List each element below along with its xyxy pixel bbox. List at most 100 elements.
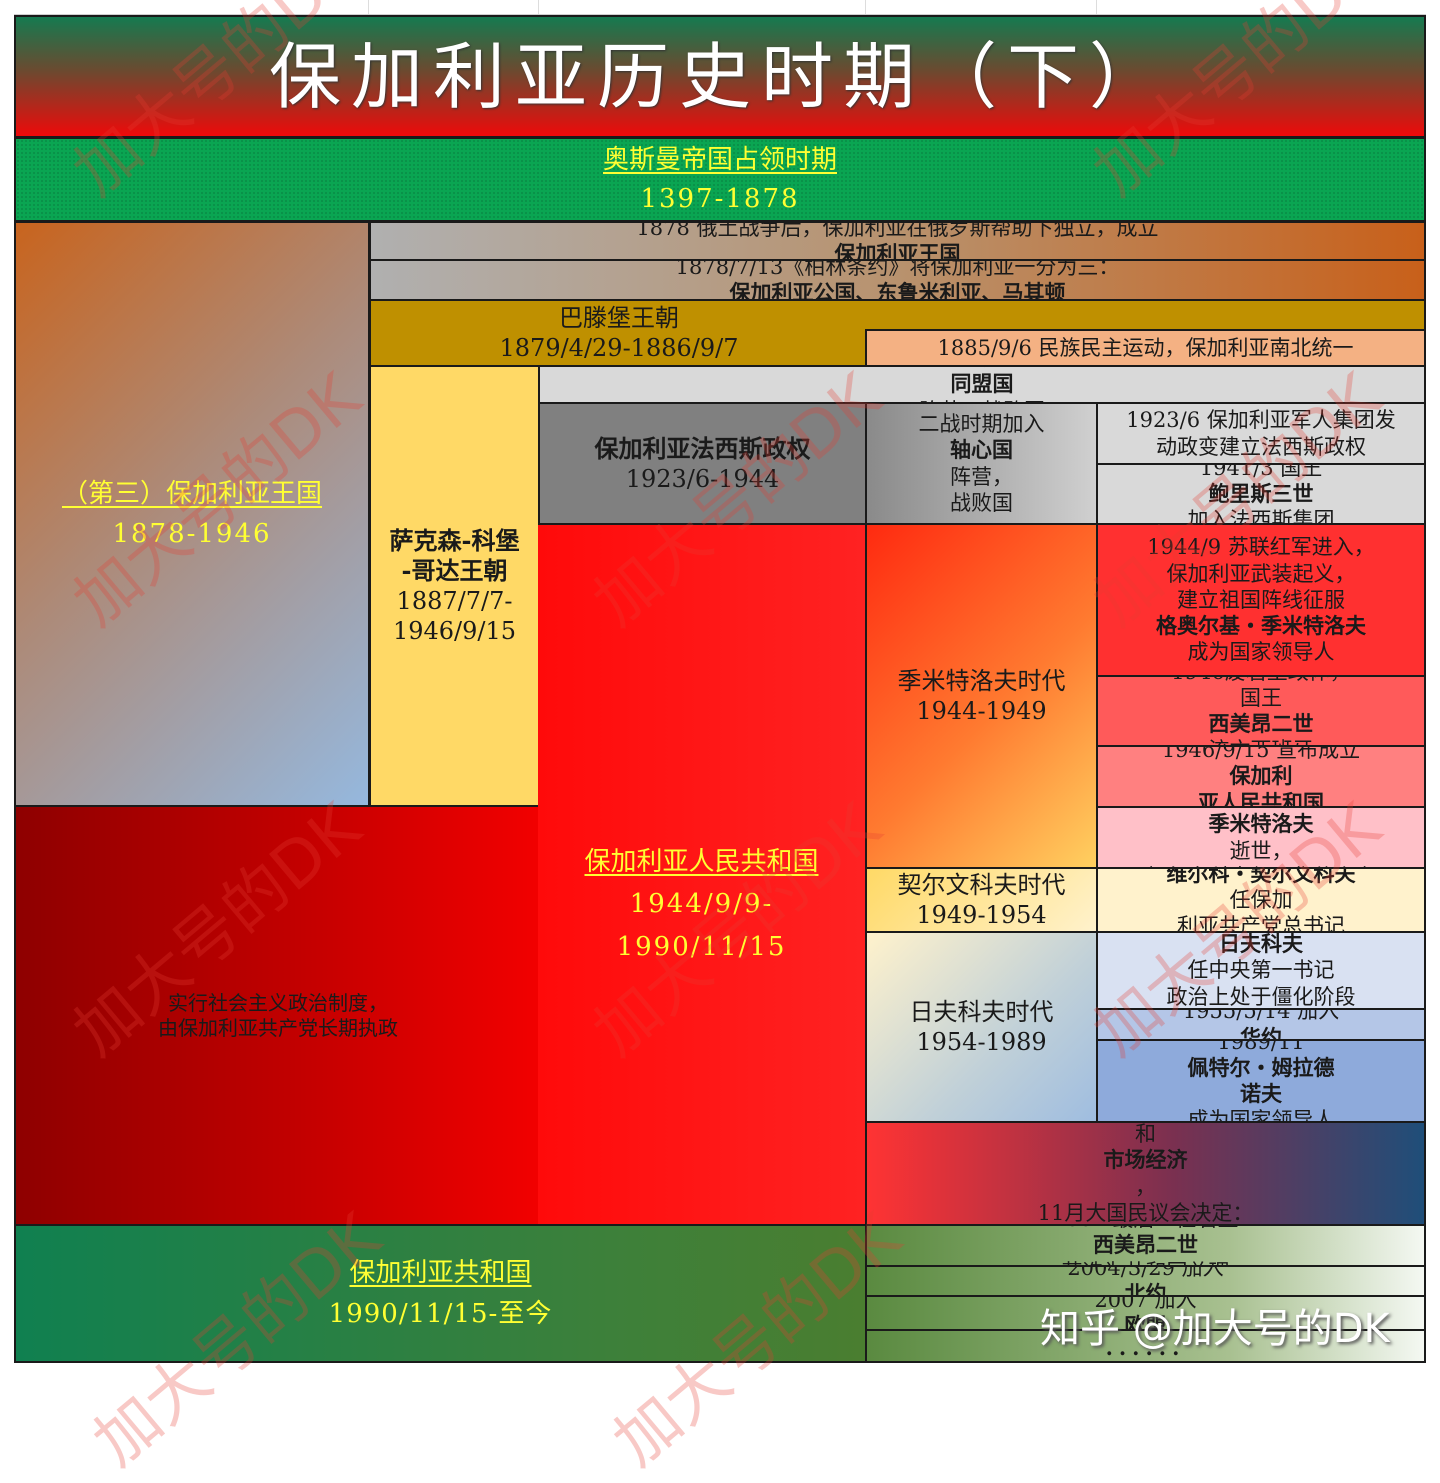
- event-text: 任保加: [1229, 887, 1293, 912]
- era-years: 1954-1989: [916, 1028, 1047, 1056]
- dynasty-name: -哥达王朝: [401, 556, 508, 585]
- era-chervenkov: 契尔文科夫时代 1949-1954: [865, 867, 1098, 933]
- event-highlight: 佩特尔・姆拉德: [1187, 1054, 1335, 1080]
- event-text: 1944/9 苏联红军进入，: [1147, 535, 1375, 560]
- event-1989: 1989/11 佩特尔・姆拉德 诺夫成为国家领导人: [1096, 1039, 1426, 1123]
- event-1946-abolish-monarchy: 1946废君主政体， 国王西美昂二世流亡西班牙: [1096, 675, 1426, 747]
- republic-name: 保加利亚共和国: [349, 1258, 532, 1288]
- event-text: 2004/3/29 加入: [1067, 1265, 1224, 1280]
- event-highlight: 诺夫: [1240, 1081, 1282, 1106]
- event-1878-berlin-treaty: 1878/7/13《柏林条约》将保加利亚一分为三：保加利亚公国、东鲁米利亚、马其…: [369, 259, 1426, 301]
- event-highlight: 同盟国: [950, 371, 1014, 397]
- event-text: 1878/7/13《柏林条约》将保加利亚一分为三：: [675, 259, 1120, 279]
- saxe-coburg-dynasty: 萨克森-科堡 -哥达王朝 1887/7/7- 1946/9/15: [369, 365, 540, 807]
- event-highlight: 北约: [1124, 1281, 1167, 1297]
- peoples-republic-years: 1944/9/9-: [629, 889, 774, 920]
- note-text: 由保加利亚共产党长期执政: [158, 1015, 398, 1040]
- event-text: 1989/11: [1217, 1039, 1305, 1054]
- event-highlight: 西美昂二世: [1093, 1232, 1198, 1258]
- republic-years: 1990/11/15-至今: [328, 1298, 553, 1329]
- event-highlight: 鲍里斯三世: [1208, 480, 1314, 506]
- page-title: 保加利亚历史时期（下）: [268, 34, 1171, 119]
- event-1878-independence: 1878 俄土战争后，保加利亚在俄罗斯帮助下独立，成立保加利亚王国: [369, 221, 1426, 261]
- era-zhivkov: 日夫科夫时代 1954-1989: [865, 931, 1098, 1123]
- event-1941: 1941/3 国王鲍里斯三世 加入法西斯集团: [1096, 463, 1426, 525]
- dynasty-name: 萨克森-科堡: [389, 526, 520, 555]
- fascist-regime: 保加利亚法西斯政权 1923/6-1944: [538, 402, 867, 525]
- event-1955-warsaw-pact: 1955/5/14 加入华约: [1096, 1008, 1426, 1041]
- event-1946-peoples-republic: 1946/9/15 宣布成立保加利 亚人民共和国: [1096, 745, 1426, 808]
- event-text: 流亡西班牙: [1209, 737, 1314, 745]
- event-text: 1885/9/6 民族民主运动，保加利亚南北统一: [937, 335, 1354, 360]
- column-gridline: [1096, 0, 1097, 14]
- era-name: 季米特洛夫时代: [897, 667, 1066, 695]
- peoples-republic-years: 1990/11/15: [616, 931, 787, 962]
- event-zhivkov-first-secretary: 日夫科夫任中央第一书记 政治上处于僵化阶段: [1096, 931, 1426, 1010]
- event-text: 保加利亚武装起义，: [1166, 561, 1356, 586]
- socialist-rule: 实行社会主义政治制度， 由保加利亚共产党长期执政: [14, 805, 540, 1226]
- event-text: 任中央第一书记: [1187, 958, 1335, 983]
- era-name: 契尔文科夫时代: [897, 871, 1066, 899]
- event-text: 建立祖国阵线征服: [1177, 587, 1345, 612]
- event-highlight: 轴心国: [950, 437, 1013, 463]
- event-highlight: 保加利: [1229, 763, 1293, 789]
- event-text: 契尔文科夫领导集体上台: [1146, 864, 1377, 867]
- column-gridline: [368, 0, 369, 14]
- event-highlight: 格奥尔基・季米特洛夫: [1156, 613, 1366, 639]
- event-text: 和: [1135, 1122, 1156, 1146]
- event-1990: 1990 决定实行多党制和市场经济， 11月大国民议会决定： 国名改为保加利亚共…: [865, 1121, 1426, 1226]
- zhihu-watermark: 知乎 @加大号的DK: [1040, 1306, 1390, 1352]
- event-2004-nato: 2004/3/29 加入北约: [865, 1265, 1426, 1297]
- ottoman-years: 1397-1878: [640, 183, 800, 214]
- kingdom-name: （第三）保加利亚王国: [61, 478, 322, 509]
- event-ww1: 一战时期加入同盟国阵营，战败国: [538, 365, 1426, 404]
- column-gridline: [865, 0, 866, 14]
- regime-name: 保加利亚法西斯政权: [594, 433, 811, 463]
- column-gridline: [538, 0, 539, 14]
- divider: [538, 805, 540, 807]
- ottoman-period: 奥斯曼帝国占领时期 1397-1878: [14, 137, 1426, 222]
- event-1923: 1923/6 保加利亚军人集团发 动政变建立法西斯政权: [1096, 402, 1426, 465]
- event-text: 利亚共产党总书记: [1177, 914, 1345, 933]
- event-text: 成为国家领导人: [1187, 1108, 1335, 1123]
- event-highlight: 日夫科夫: [1219, 931, 1303, 957]
- event-text: 获选为共和国总理: [1052, 1259, 1238, 1265]
- battenberg-name: 巴滕堡王朝: [559, 304, 679, 332]
- event-text: 1955/5/14 加入: [1182, 1008, 1340, 1024]
- event-highlight: 欧盟: [1124, 1313, 1167, 1331]
- event-text: 1923/6 保加利亚军人集团发: [1126, 408, 1396, 433]
- event-highlight: 保加利亚王国: [834, 241, 961, 261]
- era-dimitrov: 季米特洛夫时代 1944-1949: [865, 523, 1098, 869]
- event-text: 政治上处于僵化阶段: [1166, 984, 1356, 1009]
- event-highlight: 保加利亚公国、东鲁米利亚、马其顿: [729, 280, 1066, 301]
- era-name: 日夫科夫时代: [909, 998, 1054, 1026]
- note-text: 实行社会主义政治制度，: [168, 990, 388, 1015]
- event-text: 1878 俄土战争后，保加利亚在俄罗斯帮助下独立，成立: [636, 221, 1159, 240]
- sheet-gridline: [14, 14, 1426, 15]
- event-text: 战败国: [950, 490, 1013, 515]
- event-text: 11月大国民议会决定：: [1037, 1200, 1254, 1225]
- event-2001: 2001 最后一任君主西美昂二世获选为共和国总理: [865, 1224, 1426, 1267]
- kingdom-years: 1878-1946: [112, 519, 272, 549]
- page-title-banner: 保加利亚历史时期（下）: [14, 15, 1426, 138]
- event-text: 一战时期加入: [919, 367, 1045, 371]
- battenberg-years: 1879/4/29-1886/9/7: [499, 334, 739, 362]
- ottoman-name: 奥斯曼帝国占领时期: [602, 145, 837, 175]
- event-highlight: 西美昂二世: [1208, 711, 1314, 736]
- event-text: 1949: [1209, 808, 1314, 811]
- event-text: 加入法西斯集团: [1187, 508, 1335, 525]
- event-text: 动政变建立法西斯政权: [1156, 434, 1366, 459]
- event-text: 二战时期加入: [918, 412, 1045, 436]
- event-1885-unification: 1885/9/6 民族民主运动，保加利亚南北统一: [865, 329, 1426, 367]
- event-ww2: 二战时期加入 轴心国阵营， 战败国: [865, 402, 1098, 525]
- event-text: 1946/9/15 宣布成立: [1161, 745, 1361, 763]
- kingdom-period: （第三）保加利亚王国 1878-1946: [14, 221, 370, 807]
- event-text: 阵营，: [950, 464, 1013, 489]
- event-highlight: 华约: [1239, 1024, 1282, 1041]
- event-text: ，: [1135, 1174, 1156, 1199]
- event-ellipsis: ......: [865, 1329, 1426, 1363]
- era-years: 1949-1954: [916, 901, 1047, 929]
- regime-years: 1923/6-1944: [625, 464, 780, 493]
- event-text: 2007 加入: [1094, 1295, 1197, 1312]
